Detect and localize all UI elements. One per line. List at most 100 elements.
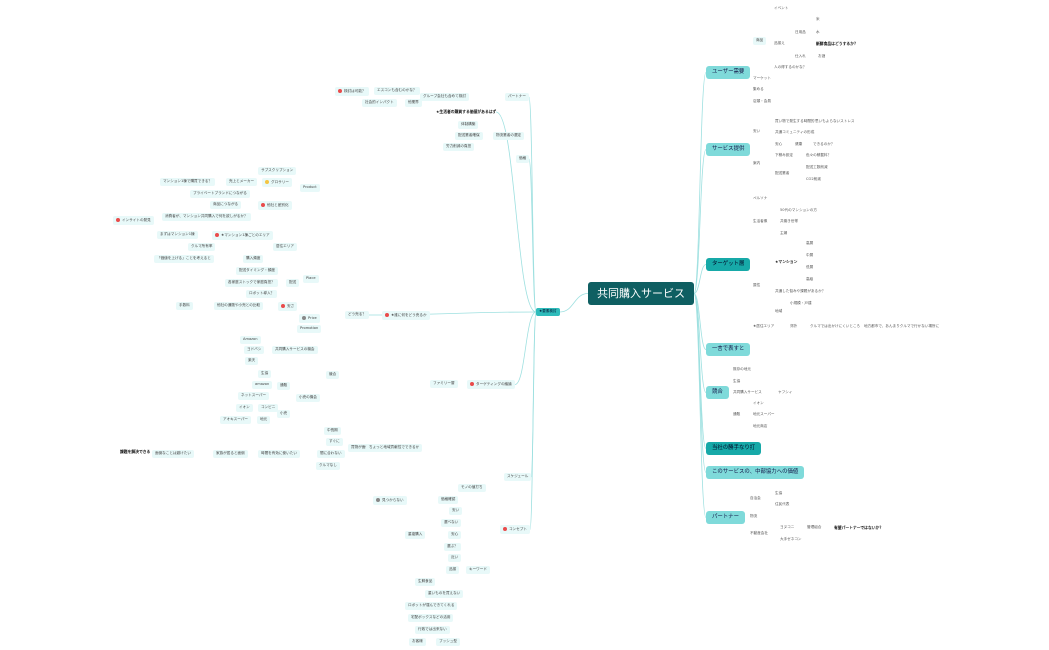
root-node[interactable]: 共同購入サービス: [588, 282, 694, 305]
left-p-c[interactable]: 他業界: [405, 99, 422, 107]
tgt-region[interactable]: 地方都市で、あんまりクルマで行かない場所に: [864, 324, 940, 328]
left-cc11[interactable]: キーワード: [466, 566, 490, 574]
left-dm5[interactable]: 買物が面倒: [348, 444, 372, 452]
left-cc4[interactable]: 安い: [449, 507, 463, 515]
left-dm8[interactable]: 家族が居ると面倒: [213, 450, 248, 458]
tgt-high[interactable]: 高層: [806, 241, 814, 245]
left-merit-e[interactable]: 労力削減の負担: [443, 143, 475, 151]
left-p-d[interactable]: 社会的インパクト: [362, 99, 397, 107]
user-sake[interactable]: お酒: [818, 54, 826, 58]
left-pr-a[interactable]: 安さ: [278, 302, 298, 311]
left-pl2[interactable]: まずはマンション1棟: [157, 231, 198, 239]
user-stock[interactable]: 仕入れ: [795, 54, 806, 58]
tgt-50s[interactable]: 50代のマンションの方: [780, 208, 817, 212]
left-price2[interactable]: Price: [299, 314, 320, 323]
user-demand-node[interactable]: ユーザー需要: [706, 66, 751, 80]
left-lm15[interactable]: 小売の機会: [296, 394, 320, 402]
left-pr-c[interactable]: 手数料: [176, 302, 193, 310]
left-p-a[interactable]: グループ会社も含めて検討: [420, 93, 469, 101]
left-pl8[interactable]: 配送: [286, 279, 300, 287]
left-lm14[interactable]: 地元: [257, 416, 271, 424]
ptn-rep[interactable]: 住民代表: [775, 502, 790, 506]
left-merit-a[interactable]: ★生活者の購買する価値があるはず: [436, 109, 497, 114]
service-demand-node[interactable]: サービス提供: [706, 143, 751, 157]
power-needed-node[interactable]: このサービスの、中部協力への価値: [706, 466, 805, 480]
left-lm5[interactable]: 競合: [326, 371, 340, 379]
cmp-localsuper[interactable]: 地元スーパー: [753, 412, 775, 416]
left-lm4[interactable]: 共同購入サービスの機会: [272, 346, 318, 354]
user-member[interactable]: 店頭・会員: [753, 99, 771, 103]
left-merit-d[interactable]: 物流業者の選定: [493, 132, 525, 140]
left-cc18[interactable]: プッシュ型: [436, 638, 460, 646]
left-cc15[interactable]: 宅配ボックスなどの活用: [408, 614, 454, 622]
left-lm1[interactable]: Amazon: [240, 336, 261, 344]
tgt-mid[interactable]: 中層: [806, 253, 814, 257]
left-hub[interactable]: ★要素検討: [536, 308, 560, 316]
tgt-lux[interactable]: 高級: [806, 277, 814, 281]
left-pl4[interactable]: クルマ所有率: [188, 243, 216, 251]
user-benefit[interactable]: 人の得するのかな？: [774, 65, 807, 69]
left-lm3[interactable]: 楽天: [245, 357, 259, 365]
tgt-low[interactable]: 低層: [806, 265, 814, 269]
left-pl5[interactable]: 購入頻度: [243, 255, 264, 263]
svc-carrier[interactable]: 配送業者: [775, 171, 790, 175]
left-cc12[interactable]: 生鮮食品: [415, 578, 436, 586]
left-dm7[interactable]: 時間を有効に使いたい: [258, 450, 300, 458]
left-cc3[interactable]: 見つからない: [373, 496, 407, 505]
user-water[interactable]: 水: [816, 30, 820, 34]
cmp-aeon[interactable]: イオン: [753, 401, 764, 405]
tgt-living[interactable]: ★居住エリア: [753, 324, 775, 328]
user-market[interactable]: マーケット: [753, 76, 771, 80]
left-dm1[interactable]: 中長期: [324, 427, 341, 435]
user-event[interactable]: イベント: [774, 6, 789, 10]
left-promo[interactable]: Promotion: [297, 325, 322, 333]
tgt-area[interactable]: 地域: [775, 309, 783, 313]
left-place[interactable]: Place: [303, 275, 319, 283]
left-cc9[interactable]: 近い: [448, 554, 462, 562]
left-pr6[interactable]: 他社と差別化: [258, 201, 292, 210]
left-cc16[interactable]: 行政では出来ない: [415, 626, 450, 634]
svc-reduce[interactable]: 配送工数削減: [806, 165, 828, 169]
tgt-attr[interactable]: 属性: [753, 283, 761, 287]
cmp-joint[interactable]: 共同購入サービス: [733, 390, 762, 394]
tgt-persona[interactable]: ペルソナ: [753, 196, 768, 200]
left-dm10[interactable]: 課題を解決できる: [120, 449, 151, 454]
user-fresh[interactable]: 新鮮食品はどうするか？: [816, 41, 858, 46]
left-pl7[interactable]: 配送タイミング・頻度: [236, 267, 278, 275]
left-family[interactable]: ファミリー層: [430, 380, 458, 388]
left-lm7[interactable]: amazon: [252, 381, 273, 389]
svc-co2[interactable]: CO2削減: [806, 177, 821, 181]
left-lm12[interactable]: コンビニ: [258, 404, 279, 412]
user-goods[interactable]: 商品: [753, 37, 767, 45]
cmp-mail[interactable]: 通販: [733, 412, 741, 416]
left-pl9[interactable]: 各家庭ストックで家庭負担？: [225, 279, 278, 287]
left-dm6[interactable]: ちょっと地域貢献性でできるか: [366, 444, 423, 452]
left-cc14[interactable]: 重いものを買えない: [425, 590, 464, 598]
svc-stress[interactable]: 思いもよらないストレス: [815, 119, 855, 123]
left-p-ask[interactable]: 検討は可能？: [335, 87, 369, 96]
left-pl10[interactable]: ロボット導入？: [246, 290, 278, 298]
ptn-coop[interactable]: 生協: [775, 491, 783, 495]
left-merit-b[interactable]: 体制構築: [458, 121, 479, 129]
left-pl1[interactable]: ★マンション1棟ごとのエリア: [212, 231, 273, 240]
ptn-gencon[interactable]: 大手ゼネコン: [780, 537, 802, 541]
user-daily[interactable]: 日用品: [795, 30, 806, 34]
left-cc13[interactable]: ロボットが運んできてくれる: [405, 602, 458, 610]
svc-community[interactable]: 共通コミュニティの形成: [775, 130, 815, 134]
left-concept[interactable]: コンセプト: [500, 525, 530, 534]
left-cc6[interactable]: 安心: [448, 531, 462, 539]
tgt-life[interactable]: 生活者像: [753, 219, 768, 223]
left-pl3[interactable]: 居住エリア: [273, 243, 297, 251]
left-pl6[interactable]: 「価値を上げる」ことを考えると: [154, 255, 214, 263]
cmp-yafushi[interactable]: ヤフシィ: [778, 390, 793, 394]
cmp-coop[interactable]: 生協: [733, 379, 741, 383]
left-how[interactable]: どう売る？: [345, 311, 369, 319]
user-rice[interactable]: 米: [816, 17, 820, 21]
cmp-shop[interactable]: 地元商店: [753, 424, 768, 428]
left-cc2[interactable]: 価格確認: [438, 496, 459, 504]
target-node[interactable]: ターゲット層: [706, 258, 751, 272]
ptn-assoc[interactable]: 自治会: [750, 496, 761, 500]
partners-node[interactable]: パートナー: [706, 511, 745, 525]
left-lm10[interactable]: 小売: [277, 410, 291, 418]
tgt-dual[interactable]: 共働き世帯: [780, 219, 798, 223]
